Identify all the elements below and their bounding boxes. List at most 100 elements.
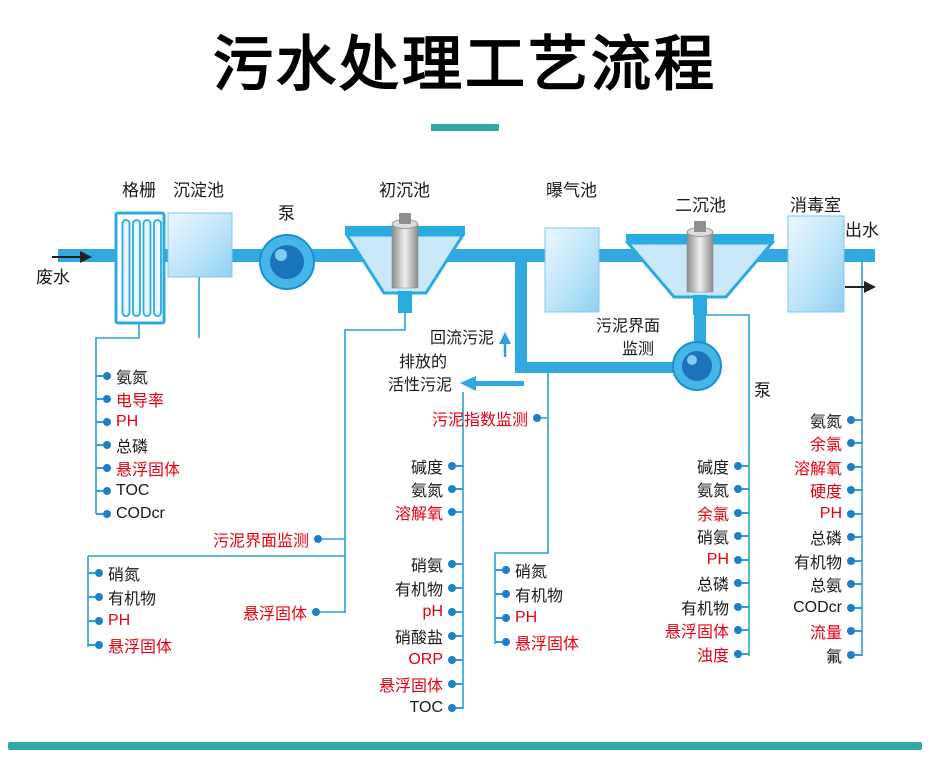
disinfection-room [787, 215, 845, 313]
param-label: 悬浮固体 [664, 624, 729, 642]
connector-dot [734, 532, 742, 541]
param-label: PH [116, 412, 139, 430]
connector-stub [96, 374, 103, 377]
param-row: 溶解氧 [333, 500, 463, 523]
param-row: 悬浮固体 [333, 672, 463, 696]
grid-bar [142, 219, 152, 317]
secondary-tank [624, 221, 776, 315]
connector-stub [742, 605, 749, 608]
connector-dot [847, 509, 855, 518]
param-row: 余氯 [619, 501, 749, 525]
grid-unit [114, 211, 166, 325]
connector-stub [456, 683, 463, 685]
param-label: 悬浮固体 [108, 639, 173, 656]
connector-dot [502, 638, 510, 646]
param-label: CODcr [116, 504, 165, 522]
param-label: 总磷 [696, 577, 729, 595]
param-label: 浊度 [696, 647, 729, 665]
connector-dot [502, 566, 510, 574]
connector-dot [103, 463, 111, 472]
param-row: 氨氮 [619, 478, 749, 502]
param-label: TOC [409, 699, 443, 716]
connector-dot [312, 608, 321, 616]
connector-dot [734, 508, 742, 517]
connector-dot [847, 556, 855, 565]
param-row: TOC [333, 696, 463, 720]
callout-sludge-interface-monitoring: 污泥界面监测 [213, 528, 323, 550]
connector-dot [314, 535, 323, 543]
connector-dot [734, 461, 742, 470]
param-row: PH [619, 548, 749, 572]
connector-dot [734, 626, 742, 635]
connector-stub [742, 629, 749, 632]
connector-dot [734, 602, 742, 611]
param-label: 碱度 [696, 459, 729, 477]
connector-stub [855, 583, 862, 586]
pump2-icon [672, 341, 722, 391]
param-row: CODcr [742, 596, 862, 620]
connector-stub [96, 512, 103, 515]
connector-stub [855, 606, 862, 609]
connector-stub [855, 465, 862, 468]
connector-stub [456, 611, 463, 613]
clarifier-mixer [686, 231, 714, 293]
param-row: 总磷 [96, 433, 180, 456]
page-title: 污水处理工艺流程 [213, 31, 717, 98]
param-label: PH [819, 504, 842, 522]
param-row: 有机物 [333, 576, 463, 600]
connector-dot [448, 656, 456, 664]
param-label: 硝酸盐 [394, 630, 443, 647]
param-label: 溶解氧 [394, 505, 443, 523]
bottom-accent-bar [8, 742, 922, 750]
param-row: 硝氨 [333, 552, 463, 576]
param-label: 氨氮 [116, 369, 149, 387]
param-row: 悬浮固体 [495, 630, 579, 654]
connector-stub [456, 563, 463, 565]
connector-dot [103, 440, 111, 449]
connector-stub [495, 641, 502, 643]
connector-lines [87, 260, 863, 709]
connector-dot [734, 649, 742, 658]
connector-stub [742, 511, 749, 514]
param-label: 流量 [809, 625, 842, 643]
param-label: pH [422, 603, 443, 620]
param-label: 悬浮固体 [378, 678, 443, 695]
param-row: PH [88, 609, 172, 633]
label-pump2: 泵 [754, 381, 771, 400]
connector-dot [95, 569, 103, 577]
connector-dot [847, 650, 855, 659]
connector-dot [448, 484, 456, 493]
connector-stub [855, 630, 862, 633]
connector-stub [456, 659, 463, 661]
param-row: 悬浮固体 [96, 456, 180, 479]
connector-stub [456, 464, 463, 467]
connector-stub [96, 397, 103, 400]
connector-dot [734, 555, 742, 564]
secondary-connector-line [706, 314, 750, 656]
connector-dot [847, 533, 855, 542]
param-row: 悬浮固体 [619, 619, 749, 643]
param-label: 氟 [825, 648, 842, 666]
connector-dot [103, 371, 111, 380]
param-label: 总磷 [809, 531, 842, 549]
connector-stub [88, 572, 95, 574]
connector-dot [847, 580, 855, 589]
connector-dot [847, 603, 855, 612]
label-secondary-tank: 二沉池 [675, 196, 726, 215]
connector-stub [456, 487, 463, 490]
primary-tank [344, 213, 466, 313]
label-discharged-sludge-line1: 排放的 [399, 354, 448, 371]
param-row: 电导率 [96, 387, 180, 410]
connector-stub [855, 559, 862, 562]
connector-dot [847, 486, 855, 495]
param-label: ORP [408, 651, 443, 668]
param-label: CODcr [793, 598, 842, 616]
param-label: 硝氨 [410, 558, 443, 575]
influent-arrowhead-icon [80, 251, 92, 263]
connector-stub [88, 620, 95, 622]
connector-dot [847, 627, 855, 636]
